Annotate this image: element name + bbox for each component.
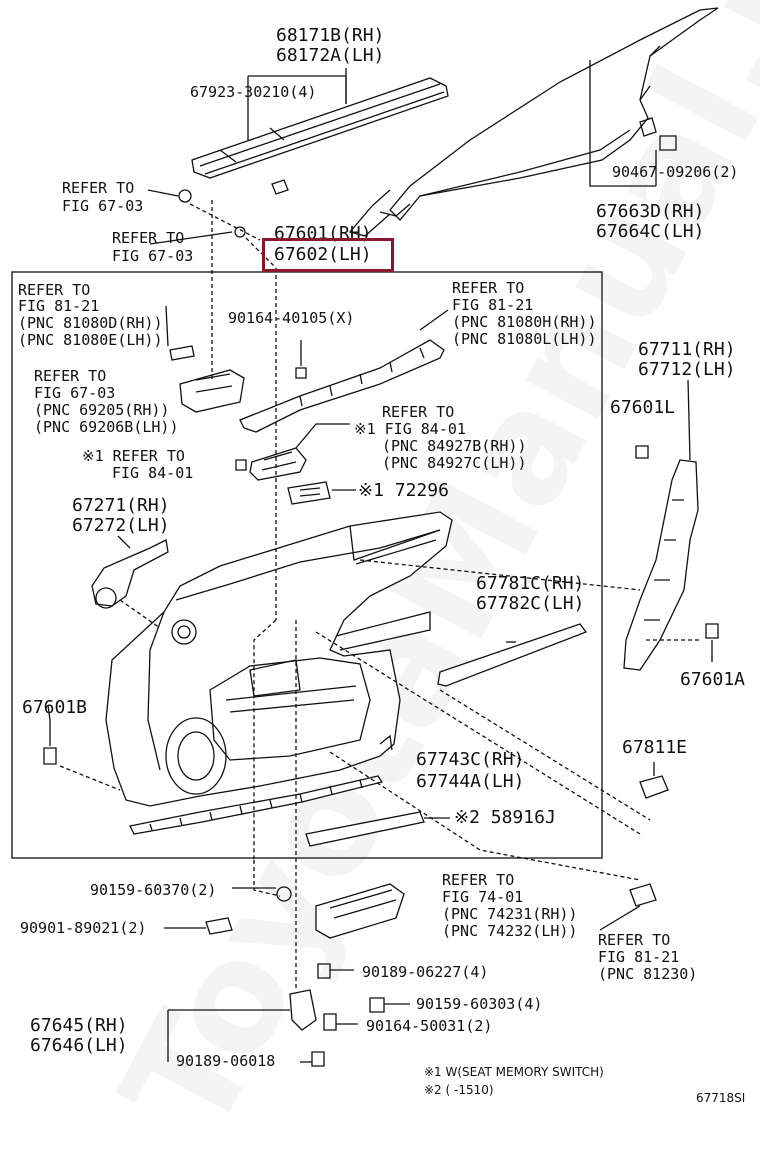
- label-refer-81-21-left-2: FIG 81-21: [18, 297, 100, 315]
- label-refer-74-01-1: REFER TO: [442, 871, 515, 889]
- label-67602-lh[interactable]: 67602(LH): [274, 244, 372, 265]
- pillar-garnish: [623, 459, 699, 671]
- clip-2: [234, 226, 246, 238]
- diagram-drawing: [11, 7, 719, 1067]
- label-68171b: 68171B(RH): [276, 25, 385, 46]
- door-pull-bracket: [289, 989, 317, 1031]
- armrest-ornament: [437, 623, 588, 687]
- screw-90159-60370: [276, 886, 292, 902]
- label-refer-74-01-4: (PNC 74232(LH)): [442, 922, 578, 940]
- label-refer-84-01-a-1: REFER TO: [382, 403, 455, 421]
- label-67271: 67271(RH): [72, 495, 170, 516]
- lower-moulding: [129, 775, 384, 835]
- inner-handle-bezel: [179, 369, 245, 413]
- label-refer-67-03-b-1: REFER TO: [112, 229, 185, 247]
- label-67711: 67711(RH): [638, 339, 736, 360]
- label-refer-74-01-3: (PNC 74231(RH)): [442, 905, 578, 923]
- label-refer-84-01-a-3: (PNC 84927B(RH)): [382, 437, 527, 455]
- label-90159-60303: 90159-60303(4): [416, 995, 543, 1013]
- label-refer-81-21-right-3: (PNC 81080H(RH)): [452, 313, 597, 331]
- label-67811e: 67811E: [622, 737, 688, 758]
- label-68172a: 68172A(LH): [276, 45, 385, 66]
- label-refer-81-21-left-4: (PNC 81080E(LH)): [18, 331, 163, 349]
- label-refer-81-21-right-2: FIG 81-21: [452, 296, 534, 314]
- label-58916j: ※2 58916J: [454, 807, 556, 828]
- label-refer-84-01-a-2: ※1 FIG 84-01: [354, 420, 466, 438]
- label-refer-67-03-a-1: REFER TO: [62, 179, 135, 197]
- label-67744a: 67744A(LH): [416, 771, 525, 792]
- upper-ornament: [239, 339, 445, 433]
- label-refer-67-03-b-2: FIG 67-03: [112, 247, 194, 265]
- label-90164-50031: 90164-50031(2): [366, 1017, 493, 1035]
- label-72296: ※1 72296: [358, 480, 449, 501]
- label-refer-84-01-b-2: FIG 84-01: [112, 464, 194, 482]
- label-refer-67-03-c-3: (PNC 69205(RH)): [34, 401, 170, 419]
- label-refer-81-21-bottom-3: (PNC 81230): [598, 965, 698, 983]
- catalog-id: 67718SI: [696, 1091, 746, 1105]
- assembly-frame: [11, 271, 603, 859]
- memory-switch-72296: [287, 481, 331, 505]
- label-67601l: 67601L: [610, 397, 676, 418]
- label-refer-81-21-bottom-2: FIG 81-21: [598, 948, 680, 966]
- label-90189-06018: 90189-06018: [176, 1052, 276, 1070]
- label-refer-67-03-c-2: FIG 67-03: [34, 384, 116, 402]
- trim-strip-58916: [305, 811, 425, 847]
- label-refer-81-21-right-4: (PNC 81080L(LH)): [452, 330, 597, 348]
- label-67272: 67272(LH): [72, 515, 170, 536]
- label-refer-81-21-left-1: REFER TO: [18, 281, 91, 299]
- label-67664c: 67664C(LH): [596, 221, 705, 242]
- label-67646: 67646(LH): [30, 1035, 128, 1056]
- clip-90901: [205, 917, 233, 935]
- label-67781c: 67781C(RH): [476, 573, 585, 594]
- part-67811: [639, 775, 669, 799]
- label-67712: 67712(LH): [638, 359, 736, 380]
- label-67923: 67923-30210(4): [190, 83, 317, 101]
- label-90164-40105: 90164-40105(X): [228, 309, 355, 327]
- note-2: ※2 ( -1510): [424, 1083, 494, 1097]
- label-90901-89021: 90901-89021(2): [20, 919, 147, 937]
- label-refer-74-01-2: FIG 74-01: [442, 888, 524, 906]
- highlight-box: [262, 238, 394, 272]
- label-refer-67-03-a-2: FIG 67-03: [62, 197, 144, 215]
- label-67782c: 67782C(LH): [476, 593, 585, 614]
- label-refer-84-01-a-4: (PNC 84927C(LH)): [382, 454, 527, 472]
- label-refer-81-21-right-1: REFER TO: [452, 279, 525, 297]
- parts-diagram: ToyotaManual.ru: [11, 0, 760, 1162]
- label-67601b: 67601B: [22, 697, 88, 718]
- note-1: ※1 W(SEAT MEMORY SWITCH): [424, 1065, 604, 1079]
- label-67663d: 67663D(RH): [596, 201, 705, 222]
- speaker-bracket: [91, 539, 169, 607]
- part-81230: [629, 883, 657, 907]
- label-67743c: 67743C(RH): [416, 749, 525, 770]
- label-67601a: 67601A: [680, 669, 746, 690]
- label-refer-81-21-left-3: (PNC 81080D(RH)): [18, 314, 163, 332]
- label-refer-67-03-c-4: (PNC 69206B(LH)): [34, 418, 179, 436]
- switch-base: [249, 447, 307, 481]
- label-refer-67-03-c-1: REFER TO: [34, 367, 107, 385]
- label-67645: 67645(RH): [30, 1015, 128, 1036]
- window-frame-garnish: [389, 7, 719, 221]
- label-refer-84-01-b-1: ※1 REFER TO: [82, 447, 185, 465]
- label-90467: 90467-09206(2): [612, 163, 739, 181]
- label-90159-60370: 90159-60370(2): [90, 881, 217, 899]
- clip-1: [178, 189, 192, 203]
- label-refer-81-21-bottom-1: REFER TO: [598, 931, 671, 949]
- label-90189-06227: 90189-06227(4): [362, 963, 489, 981]
